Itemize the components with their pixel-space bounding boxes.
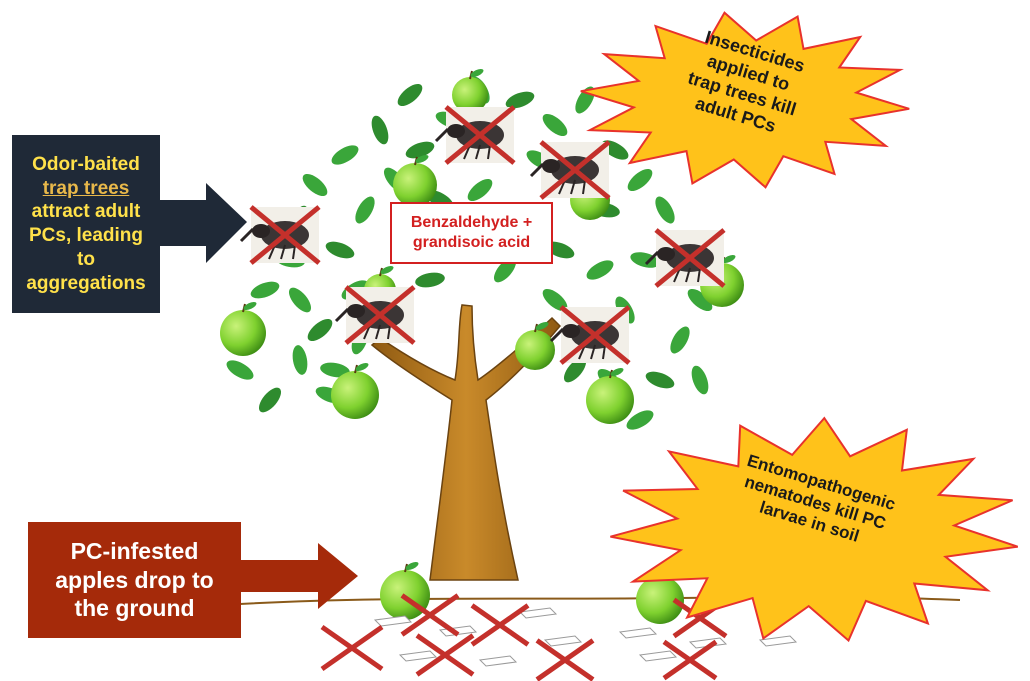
cross-mark-icon [400,593,460,637]
leaf-icon [627,168,653,192]
pheromone-line-1: Benzaldehyde + [410,214,533,231]
odor-baited-trap-label: Odor-baited trap trees attract adult PCs… [12,135,160,313]
pc-line-2: apples drop to [55,566,214,593]
debris-shape [543,635,583,647]
debris-shape [398,650,438,662]
leaf-icon [325,241,355,259]
cross-mark-icon [249,205,321,265]
odor-line-1: Odor-baited [32,153,140,175]
leaf-icon [355,196,375,224]
odor-line-2: trap trees [42,177,130,199]
pheromone-label: Benzaldehyde + grandisoic acid [390,202,553,264]
apple-icon [586,367,634,424]
nematode-burst [610,416,1019,643]
leaf-icon [645,371,675,389]
leaf-icon [687,288,713,312]
odor-line-5: to [77,248,95,270]
cross-mark-icon [662,639,718,681]
leaf-icon [670,326,690,354]
cross-mark-icon [415,633,475,677]
tree-trunk [370,304,562,581]
leaf-icon [331,145,359,165]
apple-icon [220,301,266,356]
debris-shape [438,625,478,637]
apple-icon [515,321,555,370]
leaf-icon [467,178,493,202]
leaf-icon [397,83,423,107]
cross-mark-icon [444,105,516,165]
leaf-icon [655,196,675,224]
pc-line-3: the ground [74,595,195,622]
leaf-icon [288,287,312,313]
pc-line-1: PC-infested [70,537,199,564]
cross-mark-icon [344,285,416,345]
apple-icon [393,154,437,207]
debris-shape [618,627,658,639]
odor-line-4: PCs, leading [28,225,144,246]
cross-mark-icon [654,228,726,288]
leaf-icon [226,360,254,380]
debris-shape [373,615,413,627]
cross-mark-icon [470,603,530,647]
pc-infested-label: PC-infested apples drop to the ground [28,522,241,638]
leaf-icon [415,272,445,288]
leaf-icon [302,173,328,197]
leaf-icon [307,318,333,342]
pheromone-line-2: grandisoic acid [412,234,531,251]
cross-mark-icon [539,140,611,200]
insecticide-burst [580,11,910,189]
cross-mark-icon [535,638,595,681]
leaf-icon [691,365,709,395]
debris-shape [638,650,678,662]
leaf-icon [505,91,535,109]
debris-shape [688,637,728,649]
ground-crosses [320,593,798,681]
apple-icon [331,362,379,419]
cross-mark-icon [559,305,631,365]
debris-shape [758,635,798,647]
leaf-icon [586,260,614,280]
odor-line-3: attract adult [31,201,141,223]
leaf-icon [250,281,280,299]
cross-mark-icon [320,624,384,672]
apple-icon [452,68,488,113]
leaf-icon [258,387,282,413]
pc-drop-arrow [240,543,358,609]
odor-line-6: aggregations [26,272,146,294]
leaf-icon [405,141,435,159]
odor-arrow [158,183,247,263]
leaf-icon [320,362,350,378]
leaf-icon [626,410,654,430]
leaf-icon [371,115,389,145]
crossed-weevils [239,105,726,365]
leaf-icon [542,288,568,312]
leaf-icon [563,357,587,383]
debris-shape [518,607,558,619]
debris-shape [478,655,518,667]
leaf-icon [292,345,308,375]
leaf-icon [542,113,568,137]
